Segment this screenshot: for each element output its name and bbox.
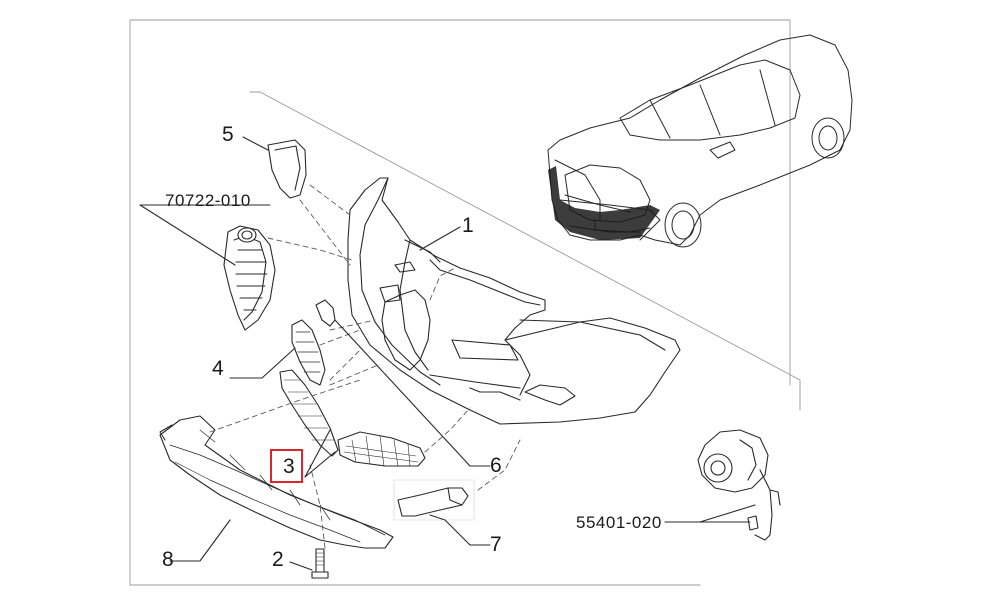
callout-4: 4	[212, 357, 224, 380]
car-bumper-highlight	[548, 166, 660, 240]
bumper-center-opening	[381, 289, 431, 371]
fog-light-icon	[697, 429, 781, 541]
callout-5: 5	[222, 123, 234, 146]
side-grille-icon	[291, 319, 326, 386]
callout-70722-010: 70722-010	[165, 191, 251, 210]
mesh-grille-right-icon	[337, 431, 426, 467]
callout-55401-020: 55401-020	[576, 513, 662, 532]
mesh-grille-left-icon	[279, 369, 339, 457]
callout-lines	[139, 136, 756, 571]
underbody-shield-icon	[159, 415, 394, 549]
callout-8: 8	[162, 548, 174, 571]
callout-7: 7	[490, 533, 502, 556]
highlight-box	[270, 449, 303, 483]
bracket-icon	[315, 299, 336, 327]
screw-icon	[311, 548, 329, 579]
callout-3: 3	[283, 455, 295, 478]
bumper-insert-icon	[393, 479, 475, 521]
callout-2: 2	[272, 548, 284, 571]
callout-6: 6	[490, 454, 502, 477]
callout-1: 1	[462, 214, 474, 237]
frame-outline	[129, 19, 801, 586]
bumper-icon	[347, 177, 681, 425]
tow-hook-cover-icon	[267, 139, 307, 199]
dashed-leaders	[209, 184, 521, 549]
grille-badge-icon	[223, 225, 276, 331]
